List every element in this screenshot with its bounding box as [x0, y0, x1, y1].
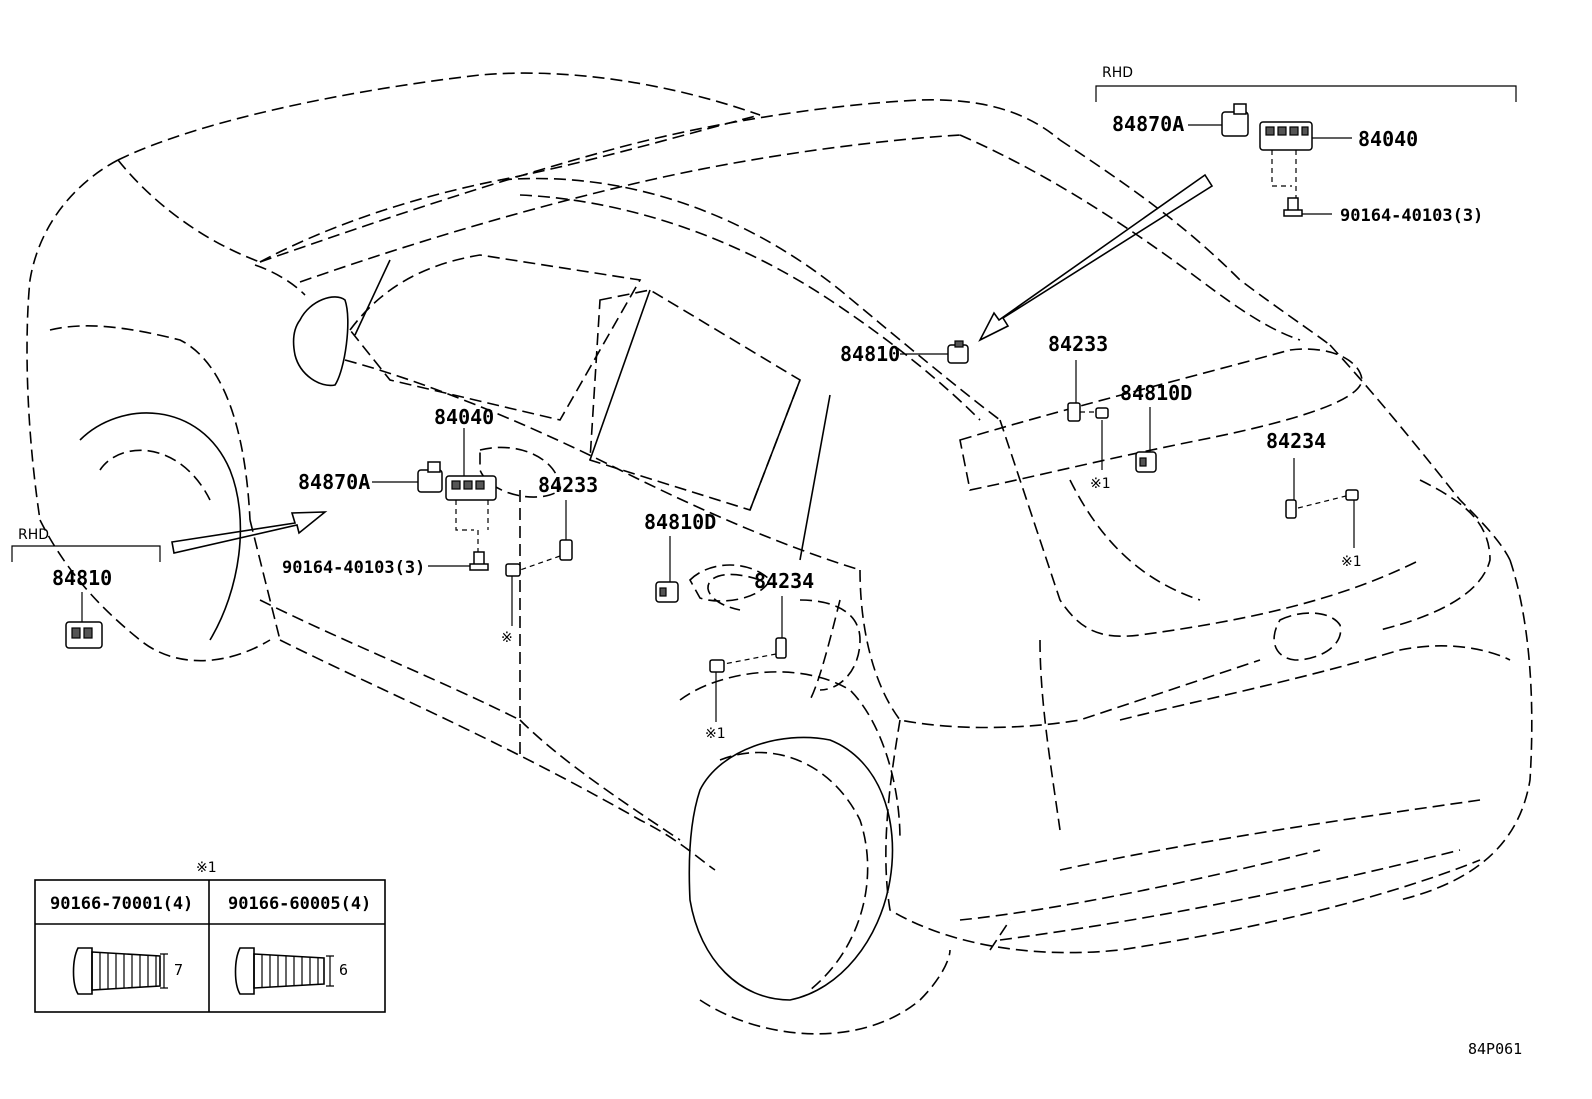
callout-84810-left: 84810: [52, 566, 112, 590]
part-screw-top: [1283, 197, 1332, 217]
marker-rear: ※1: [1341, 554, 1362, 570]
callout-84040-left: 84040: [434, 405, 494, 429]
reference-code: 84P061: [1468, 1040, 1522, 1058]
part-84810-left: [65, 592, 103, 649]
part-84233-right: [1067, 360, 1109, 470]
bolt-1-dimension: 7: [174, 961, 183, 979]
callout-84040-top: 84040: [1358, 127, 1418, 151]
part-84233-left: [505, 500, 573, 626]
part-screw-left: [428, 551, 489, 571]
callout-84870A-top: 84870A: [1112, 112, 1184, 136]
part-84810-mid: [900, 340, 969, 364]
rhd-label-top: RHD: [1102, 65, 1133, 81]
callout-84810-mid: 84810: [840, 342, 900, 366]
part-84870A-top: [1188, 103, 1249, 137]
arrow-top: [978, 173, 1214, 342]
part-84810D-right: [1135, 407, 1157, 473]
callout-84233-left: 84233: [538, 473, 598, 497]
part-84234-mid: [709, 596, 787, 722]
bolt-icon-2: 6: [234, 947, 348, 995]
part-84810D-mid: [655, 536, 679, 603]
callout-84870A-left: 84870A: [298, 470, 370, 494]
callout-90164-top: 90164-40103(3): [1340, 206, 1483, 226]
marker-mid: ※1: [705, 726, 726, 742]
arrow-left: [171, 511, 328, 554]
rhd-bracket-top: RHD: [1095, 65, 1517, 102]
part-84870A-left: [372, 461, 443, 493]
part-84040-left: [445, 428, 497, 552]
marker-left: ※: [501, 630, 513, 646]
callout-84234-right: 84234: [1266, 429, 1326, 453]
callout-84233-right: 84233: [1048, 332, 1108, 356]
rhd-bracket-left: RHD: [11, 527, 161, 562]
table-col2-part: 90166-60005(4): [228, 894, 371, 914]
table-col1-part: 90166-70001(4): [50, 894, 193, 914]
vehicle-outline: [26, 72, 1533, 1035]
callout-84810D-right: 84810D: [1120, 381, 1192, 405]
bolt-icon-1: 7: [72, 947, 183, 995]
bolt-2-dimension: 6: [339, 961, 348, 979]
table-mark: ※1: [196, 860, 217, 876]
callout-90164-left: 90164-40103(3): [282, 558, 425, 578]
callout-84810D-mid: 84810D: [644, 510, 716, 534]
part-84234-right: [1285, 458, 1359, 548]
callout-84234-mid: 84234: [754, 569, 814, 593]
fastener-table: ※1 90166-70001(4) 90166-60005(4) 7 6: [34, 860, 386, 1013]
rhd-label-left: RHD: [18, 527, 49, 543]
marker-right: ※1: [1090, 476, 1111, 492]
part-84040-top: [1259, 121, 1352, 200]
